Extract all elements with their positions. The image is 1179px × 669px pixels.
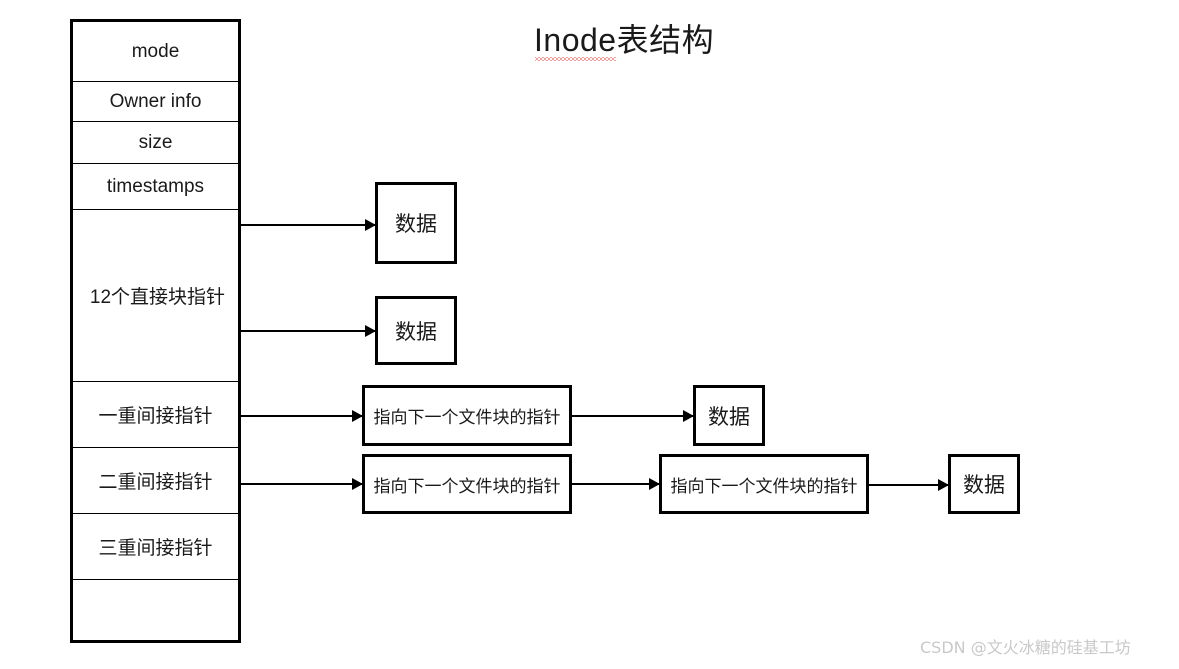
arrow-ptr3-to-data4 (869, 484, 948, 486)
inode-row-double-indirect: 二重间接指针 (73, 448, 238, 514)
arrow-ptr1-to-data3 (572, 415, 693, 417)
arrow-ptr2-to-ptr3 (572, 483, 659, 485)
inode-row-label: Owner info (109, 90, 202, 112)
inode-row-label: timestamps (106, 175, 205, 197)
node-box-label: 数据 (395, 212, 437, 236)
inode-row-empty-tail (73, 580, 238, 640)
inode-row-triple-indirect: 三重间接指针 (73, 514, 238, 580)
arrow-direct-2 (241, 330, 375, 332)
node-box-label: 数据 (395, 319, 437, 344)
node-box-indirect-ptr-3: 指向下一个文件块的指针 (659, 454, 869, 514)
arrow-direct-1 (241, 224, 375, 226)
inode-row-label: size (138, 131, 173, 153)
node-box-data-block-3: 数据 (693, 385, 765, 446)
inode-row-label: 一重间接指针 (98, 406, 213, 427)
node-box-label: 数据 (708, 404, 750, 429)
inode-row-single-indirect: 一重间接指针 (73, 382, 238, 448)
node-box-data-block-4: 数据 (948, 454, 1020, 514)
arrow-double-indirect (241, 483, 362, 485)
csdn-watermark: CSDN @文火冰糖的硅基工坊 (920, 638, 1131, 657)
node-box-data-block-1: 数据 (375, 182, 457, 264)
node-box-label: 指向下一个文件块的指针 (373, 408, 561, 428)
page-title: Inode表结构 (534, 18, 714, 62)
inode-row-label: 二重间接指针 (98, 472, 213, 493)
page-title-latin: Inode (534, 18, 617, 62)
inode-row-label: 12个直接块指针 (89, 287, 226, 308)
node-box-indirect-ptr-1: 指向下一个文件块的指针 (362, 385, 572, 446)
inode-row-label: 三重间接指针 (98, 538, 213, 559)
inode-row-size: size (73, 122, 238, 164)
arrow-single-indirect (241, 415, 362, 417)
node-box-label: 指向下一个文件块的指针 (373, 476, 561, 497)
inode-row-owner-info: Owner info (73, 82, 238, 122)
inode-row-label: mode (131, 40, 180, 62)
inode-row-mode: mode (73, 22, 238, 82)
node-box-data-block-2: 数据 (375, 296, 457, 365)
node-box-label: 指向下一个文件块的指针 (670, 476, 858, 497)
inode-row-direct-pointers: 12个直接块指针 (73, 210, 238, 382)
node-box-indirect-ptr-2: 指向下一个文件块的指针 (362, 454, 572, 514)
inode-row-timestamps: timestamps (73, 164, 238, 210)
node-box-label: 数据 (963, 473, 1005, 497)
page-title-cjk: 表结构 (616, 22, 715, 58)
